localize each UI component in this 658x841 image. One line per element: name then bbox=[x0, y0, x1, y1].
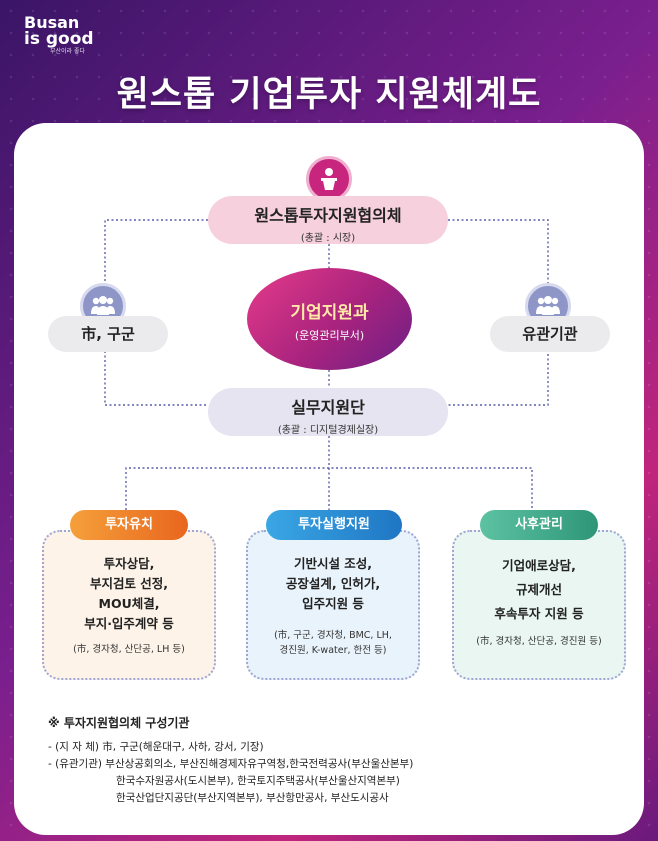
council-sub: (총괄 : 시장) bbox=[300, 233, 356, 244]
box-head-aftercare: 사후관리 bbox=[480, 510, 598, 540]
footer-line: 한국산업단지공단(부산지역본부), 부산항만공사, 부산도시공사 bbox=[116, 792, 389, 804]
footer-heading: ※ 투자지원협의체 구성기관 bbox=[48, 716, 190, 730]
box-line: 입주지원 등 bbox=[302, 596, 364, 611]
box-line: 부지검토 선정, bbox=[89, 576, 169, 591]
aftercare-box: 기업애로상담, 규제개선 후속투자 지원 등 (市, 경자청, 산단공, 경진원… bbox=[452, 530, 626, 680]
right-node-label: 유관기관 bbox=[490, 316, 610, 352]
box-line: 후속투자 지원 등 bbox=[494, 606, 584, 621]
working-group-box: 실무지원단 (총괄 : 디지털경제실장) bbox=[208, 388, 448, 436]
member-organizations: ※ 투자지원협의체 구성기관 - (지 자 체) 市, 구군(해운대구, 사하,… bbox=[48, 714, 413, 807]
box-line: 공장설계, 인허가, bbox=[285, 576, 381, 591]
logo-tagline: 부산이라 좋다 bbox=[50, 48, 86, 55]
center-sub: (운영관리부서) bbox=[294, 329, 365, 342]
page-title: 원스톱 기업투자 지원체계도 bbox=[116, 75, 542, 115]
council-title: 원스톱투자지원협의체 bbox=[254, 206, 402, 225]
council-box: 원스톱투자지원협의체 (총괄 : 시장) bbox=[208, 196, 448, 244]
box-line: 규제개선 bbox=[515, 582, 562, 597]
box-line: 투자상담, bbox=[103, 556, 155, 571]
footer-line: 한국수자원공사(도시본부), 한국토지주택공사(부산울산지역본부) bbox=[116, 775, 400, 787]
box-line: 기업애로상담, bbox=[502, 558, 576, 573]
left-node-label: 市, 구군 bbox=[48, 316, 168, 352]
center-title: 기업지원과 bbox=[290, 303, 369, 323]
box-note: (市, 경자청, 산단공, 경진원 등) bbox=[476, 636, 602, 647]
investment-execution-box: 기반시설 조성, 공장설계, 인허가, 입주지원 등 (市, 구군, 경자청, … bbox=[246, 530, 420, 680]
box-note: (市, 경자청, 산단공, LH 등) bbox=[73, 644, 185, 655]
footer-line: - (유관기관) 부산상공회의소, 부산진해경제자유구역청,한국전력공사(부산울… bbox=[48, 758, 414, 770]
box-line: 부지·입주계약 등 bbox=[84, 616, 174, 631]
center-department: 기업지원과 (운영관리부서) bbox=[247, 268, 412, 370]
box-head-investment-attraction: 투자유치 bbox=[70, 510, 188, 540]
working-sub: (총괄 : 디지털경제실장) bbox=[277, 425, 379, 436]
footer-line: - (지 자 체) 市, 구군(해운대구, 사하, 강서, 기장) bbox=[48, 741, 264, 753]
box-line: MOU체결, bbox=[98, 596, 160, 611]
working-title: 실무지원단 bbox=[291, 398, 365, 417]
box-note: 경진원, K-water, 한전 등) bbox=[279, 645, 387, 656]
right-connector bbox=[448, 219, 549, 406]
box-note: (市, 구군, 경자청, BMC, LH, bbox=[274, 630, 392, 641]
investment-attraction-box: 투자상담, 부지검토 선정, MOU체결, 부지·입주계약 등 (市, 경자청,… bbox=[42, 530, 216, 680]
logo-line1: Busan bbox=[24, 13, 80, 32]
box-line: 기반시설 조성, bbox=[293, 556, 373, 571]
logo-line2: is good bbox=[24, 29, 94, 49]
busan-logo: Busan is good 부산이라 좋다 bbox=[24, 14, 94, 56]
box-head-investment-execution: 투자실행지원 bbox=[266, 510, 402, 540]
